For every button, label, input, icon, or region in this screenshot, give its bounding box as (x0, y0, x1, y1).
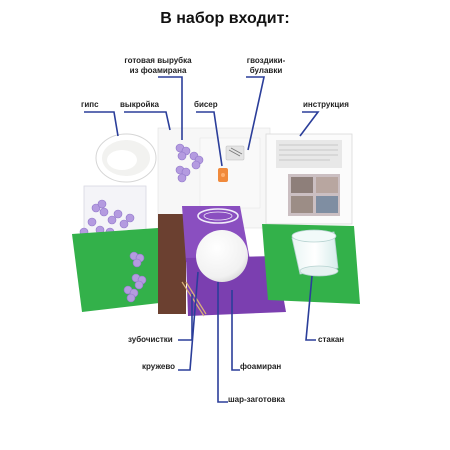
beads (218, 168, 228, 182)
label-lace: кружево (142, 362, 176, 371)
instruction-booklet (265, 133, 353, 225)
label-ready-cut-line2: из фоамирана (129, 66, 187, 75)
leader-beads (196, 111, 223, 167)
label-toothpicks: зубочистки (128, 335, 173, 344)
leader-ready-cut (158, 76, 183, 140)
leader-ball (217, 282, 228, 403)
label-instruction: инструкция (303, 100, 349, 109)
label-studs-line2: булавки (249, 66, 283, 75)
leader-instruction (299, 111, 320, 137)
label-foamiran: фоамиран (240, 362, 282, 371)
label-cup: стакан (318, 335, 345, 344)
label-ball: шар-заготовка (228, 395, 285, 404)
leader-cup (305, 275, 316, 341)
foam-ball (196, 230, 248, 282)
leader-lace (178, 271, 199, 371)
studs-pins (225, 145, 245, 161)
leader-lines (84, 76, 320, 403)
leader-gypsum (84, 111, 119, 137)
page-title: В набор входит: (160, 10, 290, 27)
label-pattern: выкройка (120, 100, 159, 109)
label-studs-line1: гвоздики- (246, 56, 286, 65)
leader-pattern (124, 111, 171, 131)
leader-studs (246, 76, 265, 151)
label-ready-cut-line1: готовая вырубка (124, 56, 192, 65)
label-gypsum: гипс (81, 100, 99, 109)
label-ready-cut: готовая вырубка из фоамирана (104, 56, 212, 76)
green-foam-flowers (123, 251, 147, 303)
lace-trim (197, 208, 239, 224)
label-studs: гвоздики- булавки (236, 56, 296, 76)
gypsum-bowl (95, 133, 157, 183)
brown-foam (158, 214, 186, 314)
leader-foamiran (231, 290, 240, 371)
green-foam-left (72, 228, 168, 312)
plastic-cup (291, 229, 339, 277)
label-beads: бисер (194, 100, 218, 109)
ready-cut-flowers (175, 143, 204, 183)
